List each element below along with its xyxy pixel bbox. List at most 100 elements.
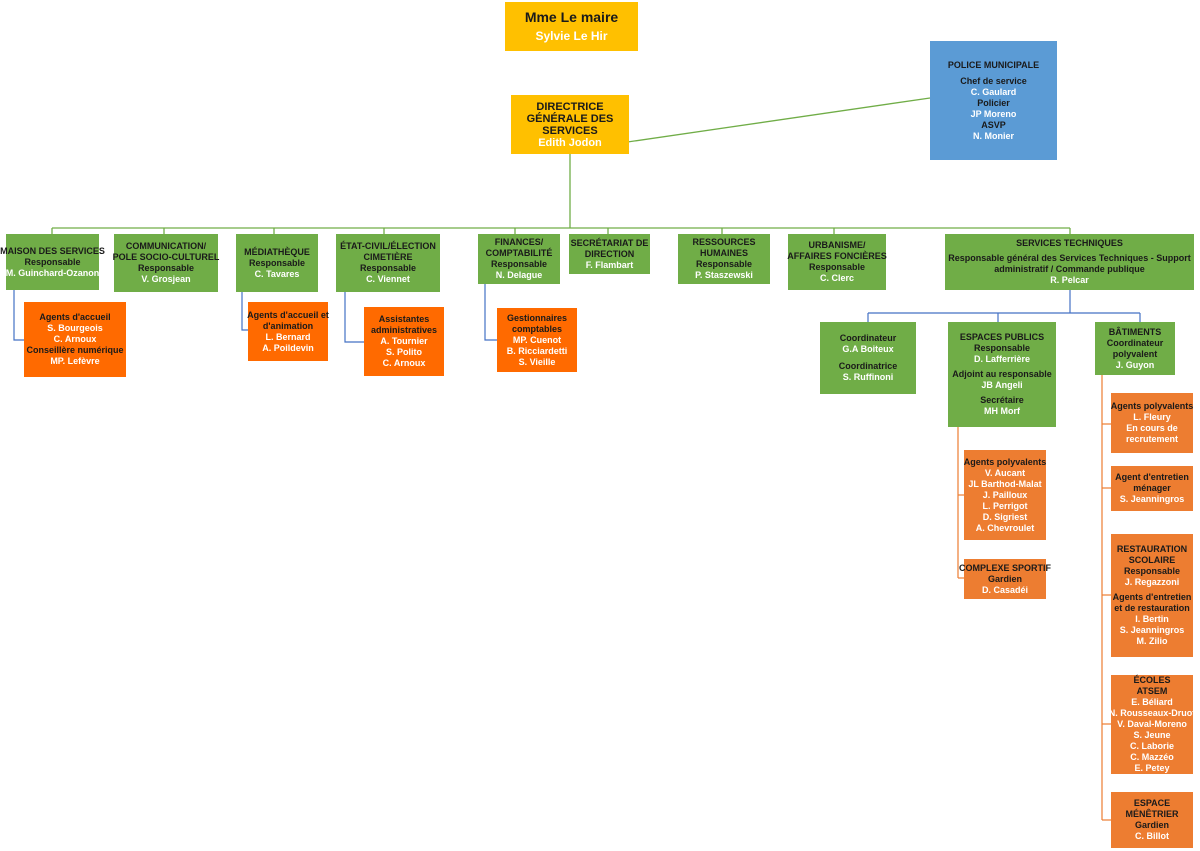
- bat-agents-name-3: recrutement: [1125, 434, 1179, 444]
- mayor-name: Sylvie Le Hir: [535, 28, 608, 43]
- ep-role-2: Adjoint au responsable: [952, 369, 1052, 379]
- rh-name: P. Staszewski: [695, 270, 753, 280]
- bat-menager-role-2: ménager: [1133, 483, 1171, 493]
- etat-sub-name-1: A. Tournier: [380, 336, 428, 346]
- fin-title-1: FINANCES/: [494, 237, 544, 247]
- resto-role-3: et de restauration: [1114, 603, 1190, 613]
- fin-sub-box: Gestionnaires comptables MP. Cuenot B. R…: [497, 308, 577, 372]
- police-name-3: N. Monier: [972, 130, 1014, 141]
- ep-title: ESPACES PUBLICS: [959, 332, 1045, 342]
- comm-box: COMMUNICATION/ POLE SOCIO-CULTUREL Respo…: [113, 234, 219, 292]
- urba-name: C. Clerc: [819, 273, 854, 283]
- dgs-title-line1: DIRECTRICE: [536, 100, 604, 113]
- dgs-title-line3: SERVICES: [542, 124, 598, 137]
- resto-title-1: RESTAURATION: [1116, 544, 1188, 554]
- secr-title-2: DIRECTION: [584, 248, 635, 259]
- bat-agents-box: Agents polyvalents L. Fleury En cours de…: [1111, 393, 1193, 453]
- comm-role: Responsable: [137, 263, 195, 273]
- urba-title-2: AFFAIRES FONCIÈRES: [787, 251, 887, 261]
- ep-agents-name-4: L. Perrigot: [982, 500, 1028, 511]
- police-role-1: Chef de service: [960, 75, 1027, 86]
- coord-name-1: G.A Boiteux: [842, 344, 894, 354]
- connector-dgs-police: [599, 97, 931, 147]
- media-sub-name-1: L. Bernard: [265, 331, 311, 342]
- bat-agents-name-1: L. Fleury: [1133, 412, 1171, 422]
- bat-name: J. Guyon: [1115, 359, 1155, 370]
- ecoles-name-5: C. Laborie: [1129, 741, 1174, 751]
- fin-sub-name-1: MP. Cuenot: [512, 334, 562, 345]
- coord-role-1: Coordinateur: [839, 333, 897, 343]
- maison-name: M. Guinchard-Ozanon: [5, 267, 100, 278]
- etat-sub-name-3: C. Arnoux: [382, 358, 426, 368]
- connector-fin-sub: [484, 284, 497, 341]
- resto-name-3: S. Jeanningros: [1119, 625, 1185, 635]
- ecoles-box: ÉCOLES ATSEM E. Béliard N. Rousseaux-Dru…: [1109, 675, 1195, 774]
- maison-box: MAISON DES SERVICES Responsable M. Guinc…: [0, 234, 105, 290]
- ep-name-3: MH Morf: [984, 406, 1020, 416]
- maison-sub-name-2: C. Arnoux: [53, 334, 97, 344]
- resto-role-2: Agents d'entretien: [1112, 592, 1192, 602]
- bat-agents-role: Agents polyvalents: [1110, 401, 1194, 411]
- ecoles-name-4: S. Jeune: [1133, 730, 1171, 740]
- bat-menager-role-1: Agent d'entretien: [1115, 472, 1189, 482]
- etat-title-1: ÉTAT-CIVIL/ÉLECTION: [340, 241, 436, 251]
- ep-role-3: Secrétaire: [980, 395, 1024, 405]
- bat-menager-name: S. Jeanningros: [1119, 494, 1185, 504]
- rh-role: Responsable: [695, 259, 753, 269]
- dgs-title-line2: GÉNÉRALE DES: [526, 112, 614, 125]
- connector-maison-sub: [13, 290, 24, 341]
- police-role-3: ASVP: [981, 119, 1006, 130]
- ep-agents-name-5: D. Sigriest: [982, 511, 1028, 522]
- media-sub-box: Agents d'accueil et d'animation L. Berna…: [247, 302, 329, 361]
- resto-name-1: J. Regazzoni: [1124, 577, 1180, 587]
- ecoles-title-1: ÉCOLES: [1133, 675, 1171, 685]
- ep-agents-role: Agents polyvalents: [963, 456, 1047, 467]
- fin-sub-name-2: B. Ricciardetti: [506, 345, 568, 356]
- menetrier-box: ESPACE MÉNÊTRIER Gardien C. Billot: [1111, 792, 1193, 848]
- ep-agents-box: Agents polyvalents V. Aucant JL Barthod-…: [964, 450, 1046, 540]
- urba-role: Responsable: [808, 262, 866, 272]
- police-name-2: JP Moreno: [970, 108, 1017, 119]
- maison-role: Responsable: [24, 256, 81, 267]
- maison-sub-role-2: Conseillère numérique: [26, 345, 124, 355]
- bat-role-2: polyvalent: [1112, 348, 1158, 359]
- bat-box: BÂTIMENTS Coordinateur polyvalent J. Guy…: [1095, 322, 1175, 375]
- secr-box: SECRÉTARIAT DE DIRECTION F. Flambart: [569, 234, 650, 274]
- menetrier-title-2: MÉNÊTRIER: [1125, 809, 1179, 819]
- ep-agents-name-2: JL Barthod-Malat: [968, 478, 1042, 489]
- maison-sub-role-1: Agents d'accueil: [39, 312, 111, 322]
- etat-sub-role-2: administratives: [370, 325, 438, 335]
- media-sub-role-1: Agents d'accueil et: [247, 309, 329, 320]
- menetrier-title-1: ESPACE: [1133, 798, 1171, 808]
- media-title: MÉDIATHÈQUE: [244, 246, 310, 257]
- maison-title: MAISON DES SERVICES: [0, 245, 105, 256]
- connector-etat-sub: [344, 292, 364, 343]
- resto-role-1: Responsable: [1123, 566, 1181, 576]
- rh-title-1: RESSOURCES: [692, 237, 756, 247]
- police-role-2: Policier: [977, 97, 1010, 108]
- comm-title-1: COMMUNICATION/: [125, 241, 207, 251]
- ecoles-name-1: E. Béliard: [1131, 697, 1173, 707]
- police-name-1: C. Gaulard: [970, 86, 1017, 97]
- ep-agents-name-3: J. Pailloux: [982, 489, 1028, 500]
- bat-title: BÂTIMENTS: [1108, 326, 1162, 337]
- resto-name-2: I. Bertin: [1135, 614, 1169, 624]
- rh-box: RESSOURCES HUMAINES Responsable P. Stasz…: [678, 234, 770, 284]
- ecoles-title-2: ATSEM: [1136, 686, 1168, 696]
- st-role-2: administratif / Commande publique: [994, 264, 1145, 274]
- fin-name: N. Delague: [495, 270, 543, 280]
- etat-role: Responsable: [359, 263, 417, 273]
- maison-sub-name-3: MP. Lefèvre: [50, 356, 100, 366]
- ecoles-name-7: E. Petey: [1134, 763, 1170, 773]
- resto-box: RESTAURATION SCOLAIRE Responsable J. Reg…: [1111, 534, 1193, 657]
- dgs-box: DIRECTRICE GÉNÉRALE DES SERVICES Edith J…: [511, 95, 629, 154]
- etat-title-2: CIMETIÈRE: [363, 252, 413, 262]
- fin-box: FINANCES/ COMPTABILITÉ Responsable N. De…: [478, 234, 560, 284]
- bat-agents-name-2: En cours de: [1126, 423, 1178, 433]
- coord-name-2: S. Ruffinoni: [842, 372, 894, 382]
- fin-sub-role-1: Gestionnaires: [506, 312, 568, 323]
- secr-title-1: SECRÉTARIAT DE: [570, 237, 649, 248]
- st-name: R. Pelcar: [1050, 275, 1089, 285]
- complexe-title: COMPLEXE SPORTIF: [959, 562, 1052, 573]
